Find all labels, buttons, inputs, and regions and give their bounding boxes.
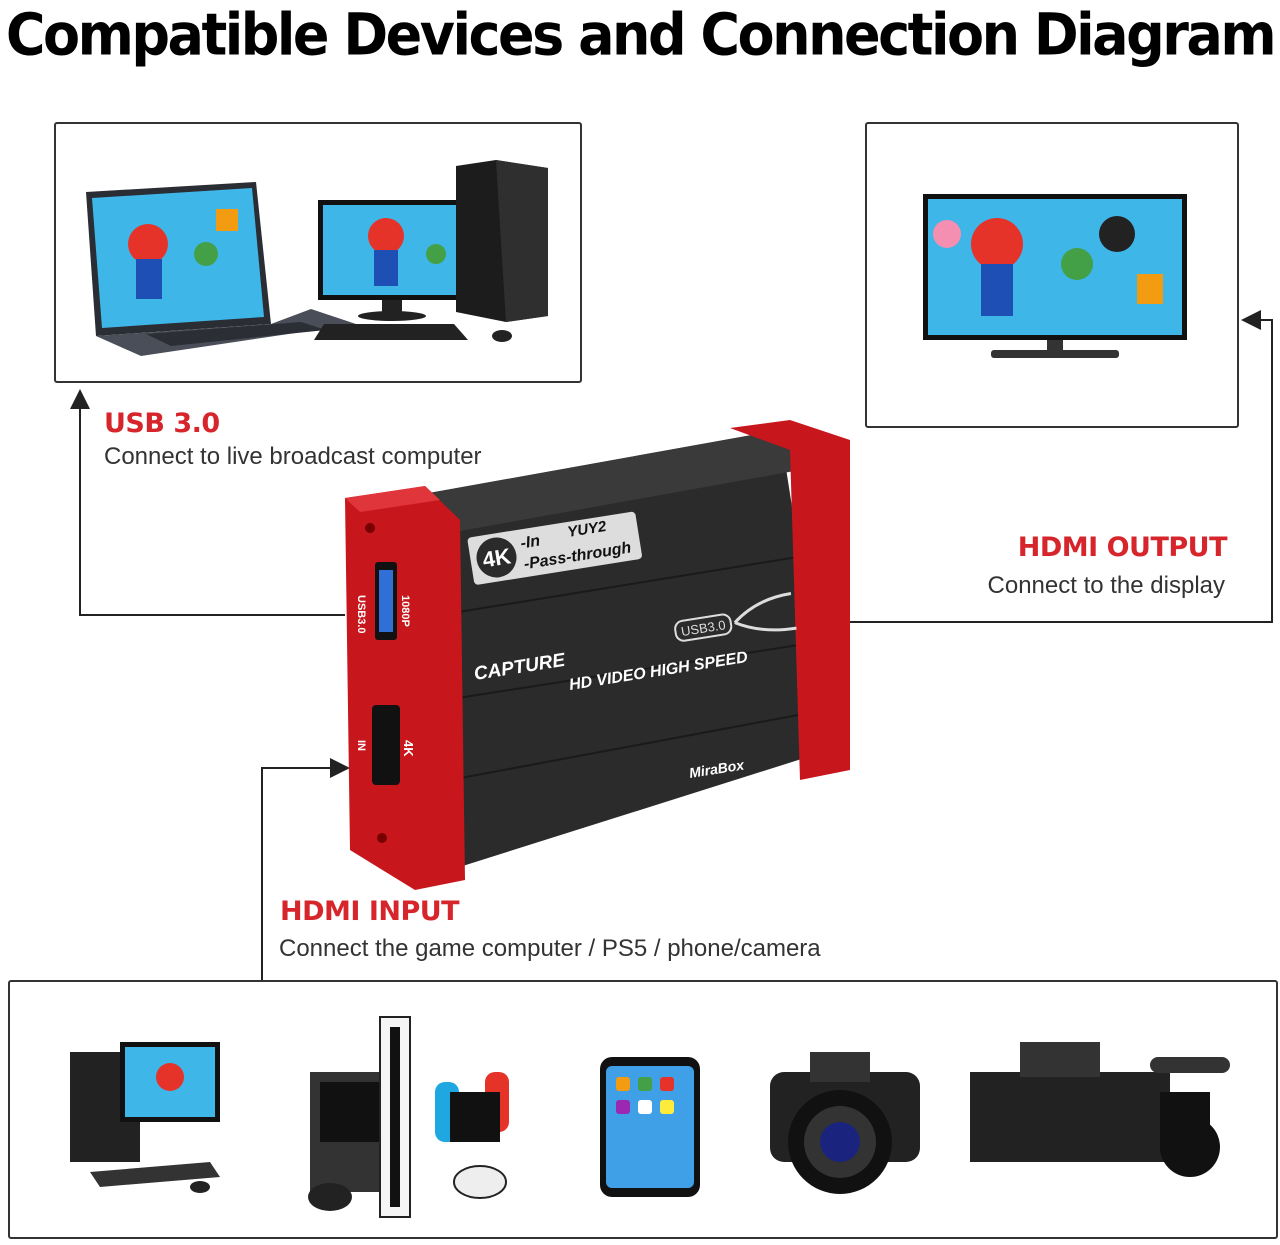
camcorder-icon	[970, 1042, 1230, 1177]
hdmi-output-line	[840, 310, 1273, 623]
hdmi-input-line	[261, 758, 350, 980]
computers-illustration	[86, 160, 548, 356]
port-4k-label: 4K	[401, 740, 416, 757]
input-sources-illustration	[70, 1016, 1230, 1218]
tv-icon	[923, 194, 1187, 358]
usb-description: Connect to live broadcast computer	[104, 443, 482, 470]
dslr-camera-icon	[770, 1052, 920, 1194]
smartphone-icon	[600, 1057, 700, 1197]
desktop-pc-icon	[314, 160, 548, 342]
badge-in: -In	[519, 533, 541, 553]
desktop-pc-icon	[70, 1042, 220, 1193]
usb-connection-line	[70, 389, 345, 616]
front-frame	[345, 486, 465, 890]
game-console-icon	[308, 1016, 509, 1218]
hdmi-port	[372, 705, 400, 785]
rear-frame	[730, 420, 850, 780]
laptop-icon	[86, 182, 356, 356]
port-usb-label: USB3.0	[355, 595, 367, 634]
computers-panel	[54, 122, 582, 383]
hdmi-input-description: Connect the game computer / PS5 / phone/…	[279, 935, 821, 962]
usb-chip-label: USB3.0	[680, 617, 727, 639]
hdmi-output-heading: HDMI OUTPUT	[1017, 532, 1228, 563]
badge-4k: 4K	[481, 543, 513, 572]
badge-yuy2: YUY2	[566, 518, 608, 541]
hdmi-output-description: Connect to the display	[987, 572, 1225, 599]
hdmi-input-heading: HDMI INPUT	[280, 896, 460, 927]
input-sources-panel	[8, 980, 1278, 1239]
display-illustration	[923, 194, 1187, 358]
port-in-label: IN	[355, 740, 367, 751]
usb-heading: USB 3.0	[104, 408, 220, 439]
usb-arrow-icon	[733, 592, 792, 624]
port-1080-label: 1080P	[399, 595, 411, 627]
page-title: Compatible Devices and Connection Diagra…	[5, 0, 1277, 69]
capture-device: USB3.0 1080P IN 4K 4K -In YUY2 -Pass-thr…	[345, 420, 850, 890]
display-panel	[865, 122, 1239, 428]
